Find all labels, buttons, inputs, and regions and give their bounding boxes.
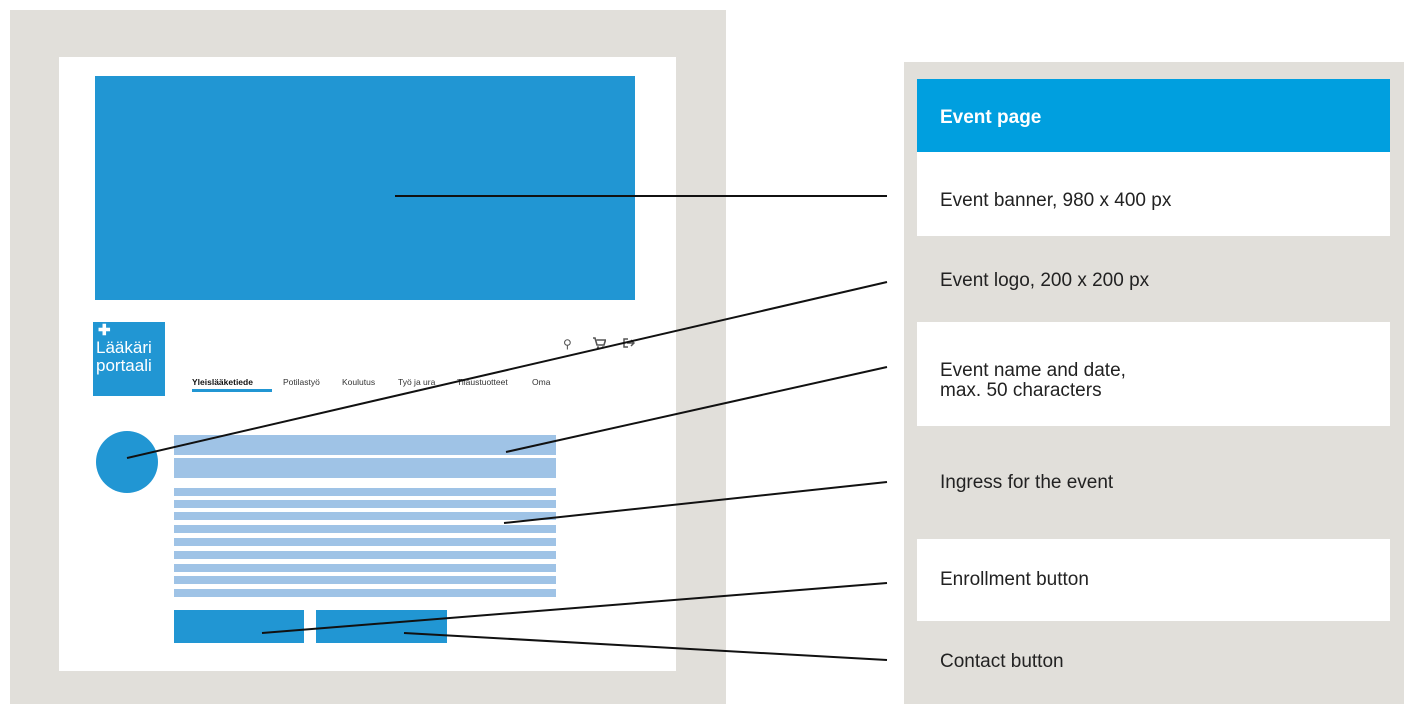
logo-line-2: portaali <box>96 356 152 375</box>
ingress-line <box>174 564 556 572</box>
legend-header: Event page <box>917 79 1390 152</box>
legend-item-enrollment: Enrollment button <box>917 539 1390 621</box>
logout-icon[interactable] <box>623 337 636 352</box>
legend-item-label: Event logo, 200 x 200 px <box>940 270 1150 291</box>
cart-icon[interactable] <box>593 337 607 352</box>
legend-title: Event page <box>940 107 1042 128</box>
site-logo[interactable]: ✚ Lääkäri portaali <box>93 322 165 396</box>
event-date-placeholder <box>174 458 556 478</box>
ingress-line <box>174 488 556 496</box>
logo-line-1: Lääkäri <box>96 338 152 357</box>
legend-item-name-date: Event name and date, max. 50 characters <box>917 322 1390 426</box>
nav-active-underline <box>192 389 272 392</box>
legend-item-label: Contact button <box>940 651 1064 672</box>
ingress-line <box>174 500 556 508</box>
ingress-line <box>174 512 556 520</box>
legend-item-label: Enrollment button <box>940 569 1089 590</box>
event-banner-placeholder <box>95 76 635 300</box>
legend-item-label: Event name and date, max. 50 characters <box>940 360 1126 401</box>
nav-item-tilaustuotteet[interactable]: Tilaustuotteet <box>457 377 508 387</box>
nav-item-yleislaaketiede[interactable]: Yleislääketiede <box>192 377 253 387</box>
header-icons: ⚲ <box>563 337 643 353</box>
legend-item-banner: Event banner, 980 x 400 px <box>917 152 1390 236</box>
legend-item-label: Event banner, 980 x 400 px <box>940 190 1172 211</box>
nav-item-koulutus[interactable]: Koulutus <box>342 377 376 387</box>
legend-item-ingress: Ingress for the event <box>917 426 1390 539</box>
legend-item-label: Ingress for the event <box>940 472 1114 493</box>
ingress-line <box>174 576 556 584</box>
search-icon[interactable]: ⚲ <box>563 337 572 351</box>
enrollment-button-placeholder <box>174 610 304 643</box>
plus-icon: ✚ <box>98 322 111 339</box>
ingress-line <box>174 525 556 533</box>
ingress-line <box>174 589 556 597</box>
legend-item-logo: Event logo, 200 x 200 px <box>917 236 1390 322</box>
nav-item-potilastyo[interactable]: Potilastyö <box>283 377 320 387</box>
ingress-line <box>174 538 556 546</box>
nav-item-oma[interactable]: Oma <box>532 377 551 387</box>
nav-item-tyo-ja-ura[interactable]: Työ ja ura <box>398 377 436 387</box>
event-name-placeholder <box>174 435 556 455</box>
ingress-line <box>174 551 556 559</box>
event-logo-placeholder <box>96 431 158 493</box>
legend-item-contact: Contact button <box>917 621 1390 704</box>
contact-button-placeholder <box>316 610 447 643</box>
